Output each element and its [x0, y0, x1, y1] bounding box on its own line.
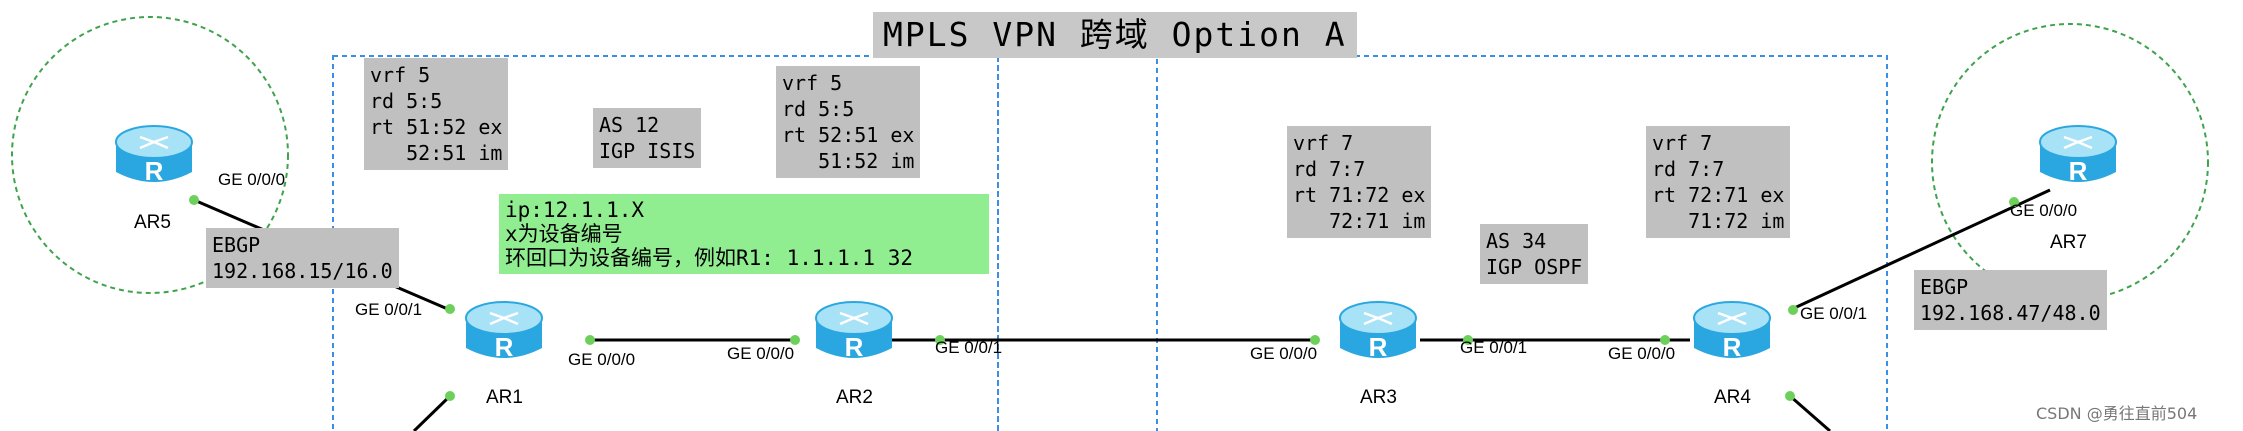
router-icon-ar1[interactable]: R — [462, 296, 546, 370]
svg-text:R: R — [1369, 332, 1388, 362]
router-label-ar7: AR7 — [2050, 232, 2087, 253]
as12-label: AS 12 IGP ISIS — [593, 108, 702, 168]
router-label-ar5: AR5 — [134, 212, 171, 233]
port-dot — [935, 335, 945, 345]
if-ar7-ge000: GE 0/0/0 — [2010, 201, 2078, 220]
svg-text:R: R — [145, 156, 164, 186]
diagram-title: MPLS VPN 跨域 Option A — [873, 12, 1357, 58]
router-label-ar4: AR4 — [1714, 387, 1751, 408]
vrf-config-ar3: vrf 7 rd 7:7 rt 71:72 ex 72:71 im — [1287, 126, 1432, 238]
vrf-config-ar1: vrf 5 rd 5:5 rt 51:52 ex 52:51 im — [364, 58, 509, 170]
watermark: CSDN @勇往直前504 — [2036, 404, 2198, 423]
if-ar2-ge001: GE 0/0/1 — [935, 338, 1003, 357]
port-dot — [189, 195, 199, 205]
svg-text:R: R — [1723, 332, 1742, 362]
svg-text:R: R — [845, 332, 864, 362]
if-ar2-ge000: GE 0/0/0 — [727, 344, 795, 363]
ebgp-label-left: EBGP 192.168.15/16.0 — [206, 228, 399, 288]
port-dot — [1788, 305, 1798, 315]
port-dot — [1310, 335, 1320, 345]
port-dot — [1463, 335, 1473, 345]
vrf-config-ar4: vrf 7 rd 7:7 rt 72:71 ex 71:72 im — [1646, 126, 1791, 238]
router-label-ar1: AR1 — [486, 387, 523, 408]
router-label-ar2: AR2 — [836, 387, 873, 408]
port-dot — [585, 335, 595, 345]
if-ar4-ge001: GE 0/0/1 — [1800, 304, 1868, 323]
if-ar5-ge000: GE 0/0/0 — [218, 170, 286, 189]
port-dot — [1785, 391, 1795, 401]
ebgp-label-right: EBGP 192.168.47/48.0 — [1914, 270, 2107, 330]
if-ar3-ge000: GE 0/0/0 — [1250, 344, 1318, 363]
port-dot — [2009, 197, 2019, 207]
port-dot — [445, 304, 455, 314]
port-dot — [790, 335, 800, 345]
router-icon-ar4[interactable]: R — [1690, 296, 1774, 370]
as34-label: AS 34 IGP OSPF — [1480, 224, 1589, 284]
if-ar4-ge000: GE 0/0/0 — [1608, 344, 1676, 363]
svg-text:R: R — [495, 332, 514, 362]
port-dot — [445, 391, 455, 401]
router-icon-ar5[interactable]: R — [112, 120, 196, 194]
link-ar4-ar7 — [1789, 188, 2051, 312]
if-ar3-ge001: GE 0/0/1 — [1460, 338, 1528, 357]
router-icon-ar7[interactable]: R — [2036, 120, 2120, 194]
if-ar1-ge001: GE 0/0/1 — [355, 300, 423, 319]
as34-boundary — [1156, 55, 1888, 431]
if-ar1-ge000: GE 0/0/0 — [568, 350, 636, 369]
as12-boundary — [332, 55, 999, 431]
router-icon-ar3[interactable]: R — [1336, 296, 1420, 370]
router-label-ar3: AR3 — [1360, 387, 1397, 408]
port-dot — [1660, 335, 1670, 345]
link-ar1-down — [412, 394, 452, 431]
ip-addressing-note: ip:12.1.1.X x为设备编号 环回口为设备编号，例如R1: 1.1.1.… — [499, 194, 989, 274]
link-ar4-down — [1789, 394, 1831, 431]
svg-text:R: R — [2069, 156, 2088, 186]
router-icon-ar2[interactable]: R — [812, 296, 896, 370]
site-circle-ar5 — [11, 16, 289, 294]
vrf-config-ar2: vrf 5 rd 5:5 rt 52:51 ex 51:52 im — [776, 66, 921, 178]
